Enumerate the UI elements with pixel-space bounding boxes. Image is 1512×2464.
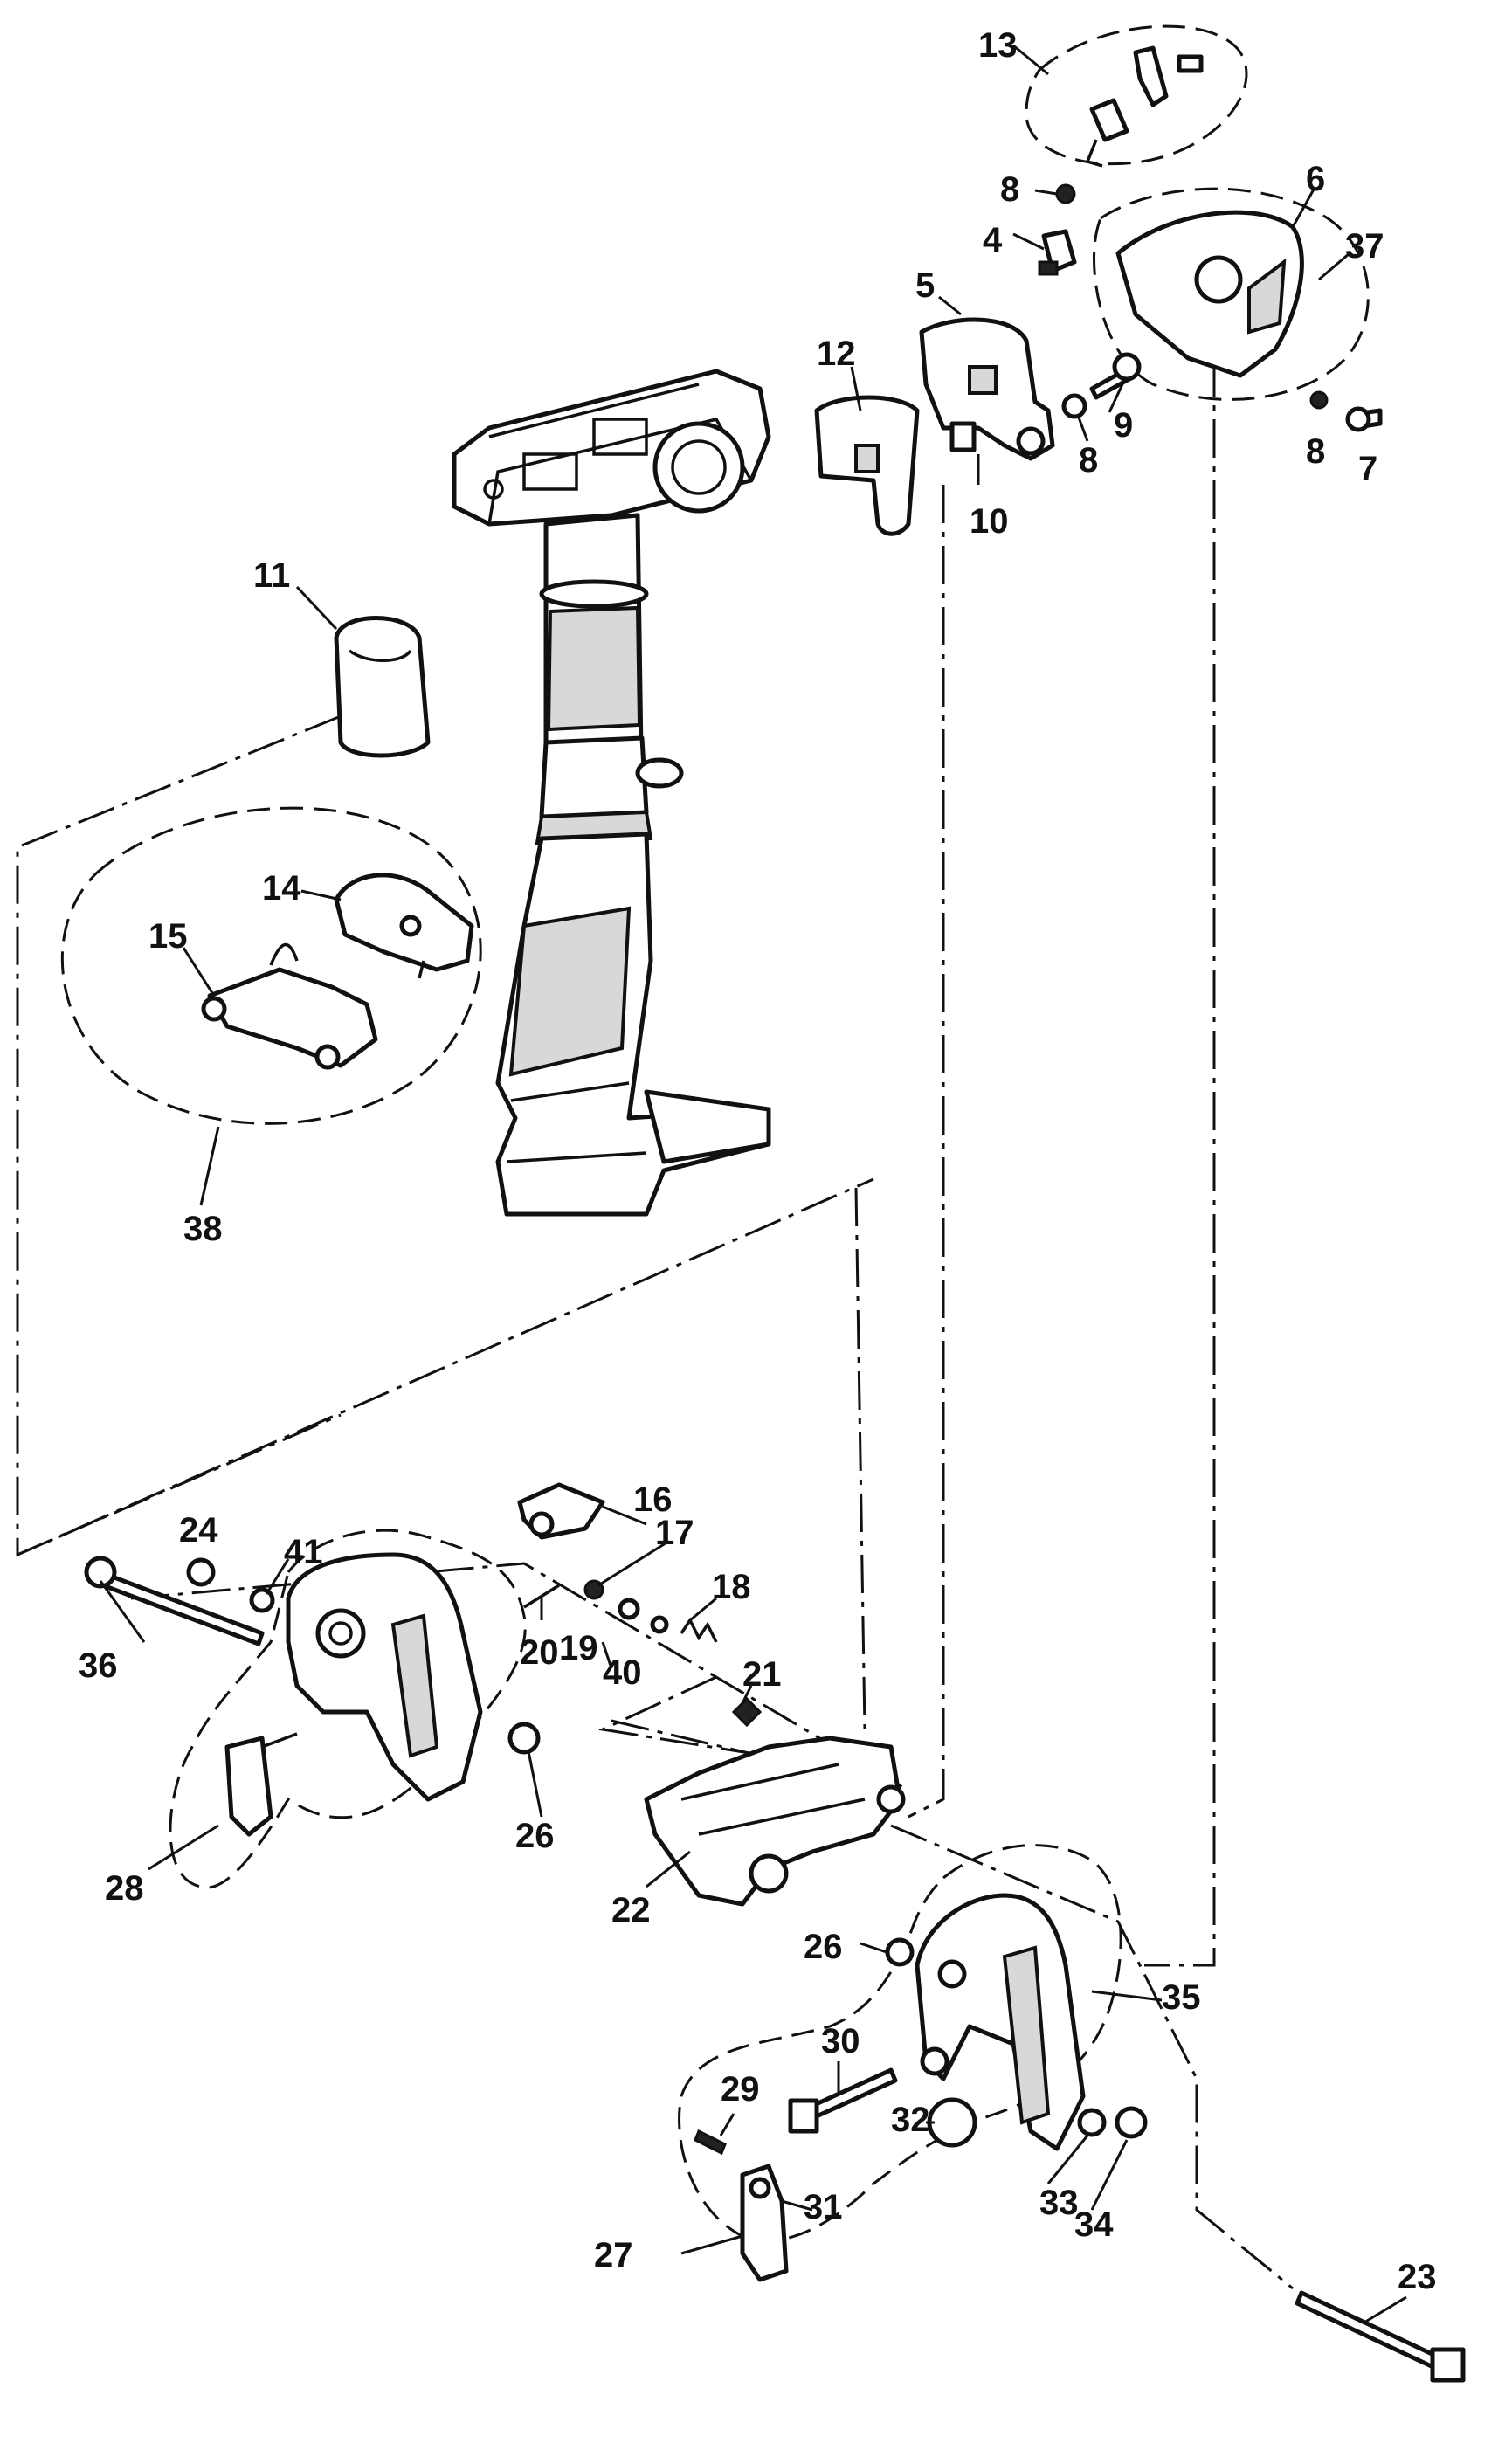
label-11: 11 (253, 556, 290, 595)
label-14: 14 (262, 869, 301, 908)
part-13-lever (1085, 45, 1204, 168)
centerline-lower-left (17, 1177, 874, 1556)
part-37-cover (1115, 210, 1304, 378)
label-8-top: 8 (1000, 170, 1019, 209)
part-32-knob (927, 2097, 977, 2148)
label-35: 35 (1162, 1978, 1201, 2017)
label-40: 40 (603, 1653, 642, 1692)
label-9: 9 (1114, 406, 1133, 445)
centerline-tilt-pin (908, 485, 945, 1819)
part-7-screw (1345, 406, 1383, 432)
part-5-bracket (919, 317, 1055, 461)
centerline-right (1144, 358, 1216, 1967)
part-20-pin (523, 1584, 560, 1609)
part-8-washer-c (1309, 390, 1329, 410)
label-37: 37 (1345, 227, 1384, 266)
leader-lines (99, 44, 1407, 2325)
label-24: 24 (179, 1511, 218, 1549)
label-30: 30 (821, 2022, 860, 2060)
part-24-nut (186, 1557, 216, 1587)
label-15: 15 (148, 917, 188, 956)
label-7: 7 (1358, 450, 1377, 488)
part-29-pin (694, 2129, 727, 2156)
label-26-left: 26 (515, 1817, 555, 1855)
part-11-bushing (334, 616, 431, 758)
part-36-bolt (84, 1556, 265, 1646)
label-16: 16 (633, 1480, 673, 1519)
part-16-lever (517, 1482, 605, 1540)
part-26-washer-b (885, 1937, 915, 1967)
label-36: 36 (79, 1646, 118, 1685)
part-23-bolt (1295, 2290, 1466, 2383)
label-10: 10 (970, 502, 1009, 541)
label-17: 17 (655, 1514, 694, 1552)
centerline-left (16, 714, 342, 1557)
group-ring-38 (60, 806, 482, 1125)
part-8-washer-a (1055, 183, 1076, 204)
part-15-clamp (201, 942, 378, 1070)
label-29: 29 (721, 2070, 760, 2109)
part-35-clamp-bracket (915, 1893, 1086, 2151)
centerline-bolt-36 (130, 1562, 909, 1792)
label-4: 4 (983, 221, 1003, 259)
label-23: 23 (1398, 2258, 1437, 2296)
label-21: 21 (742, 1655, 782, 1694)
label-38: 38 (183, 1210, 223, 1248)
part-21-screw (731, 1696, 763, 1728)
label-34: 34 (1074, 2205, 1114, 2244)
label-28: 28 (105, 1869, 144, 1908)
label-13: 13 (978, 26, 1018, 65)
label-31: 31 (804, 2188, 843, 2226)
part-18-spring (680, 1617, 718, 1643)
part-9-bolt (1089, 352, 1142, 400)
part-19-washer (618, 1598, 640, 1620)
part-8-washer-b (1061, 393, 1087, 419)
part-30-screw (788, 2067, 898, 2134)
part-40-washer (650, 1615, 669, 1634)
part-26-washer-a (507, 1722, 541, 1755)
label-41: 41 (284, 1533, 323, 1571)
label-27: 27 (594, 2236, 633, 2274)
group-ring-28 (169, 1529, 527, 1889)
part-41-washer (249, 1587, 275, 1613)
group-ring-37 (1093, 187, 1370, 401)
label-33: 33 (1039, 2184, 1079, 2222)
label-20: 20 (520, 1633, 559, 1672)
centerline-bracket (854, 1187, 866, 1730)
label-5: 5 (915, 266, 935, 305)
part-28-clamp-bracket (224, 1552, 483, 1837)
label-19: 19 (559, 1629, 598, 1667)
part-4-pin (1038, 229, 1077, 276)
part-22-swivel-bracket (644, 1736, 906, 1907)
label-12: 12 (817, 335, 856, 373)
label-32: 32 (891, 2101, 930, 2139)
label-26-right: 26 (804, 1928, 843, 1966)
label-18: 18 (712, 1568, 751, 1606)
label-6: 6 (1306, 160, 1325, 198)
part-12-bushing (814, 395, 920, 536)
label-8-mid: 8 (1079, 441, 1098, 480)
label-8-right: 8 (1306, 432, 1325, 471)
label-22: 22 (611, 1891, 651, 1929)
group-ring-35-27 (678, 1844, 1122, 2242)
part-31-handle (740, 2164, 789, 2282)
part-14-clamp (334, 873, 474, 979)
part-34-nut (1115, 2106, 1148, 2139)
part-33-washer (1077, 2108, 1107, 2137)
drive-shaft-housing (452, 369, 771, 1217)
group-ring-13 (1025, 24, 1248, 166)
